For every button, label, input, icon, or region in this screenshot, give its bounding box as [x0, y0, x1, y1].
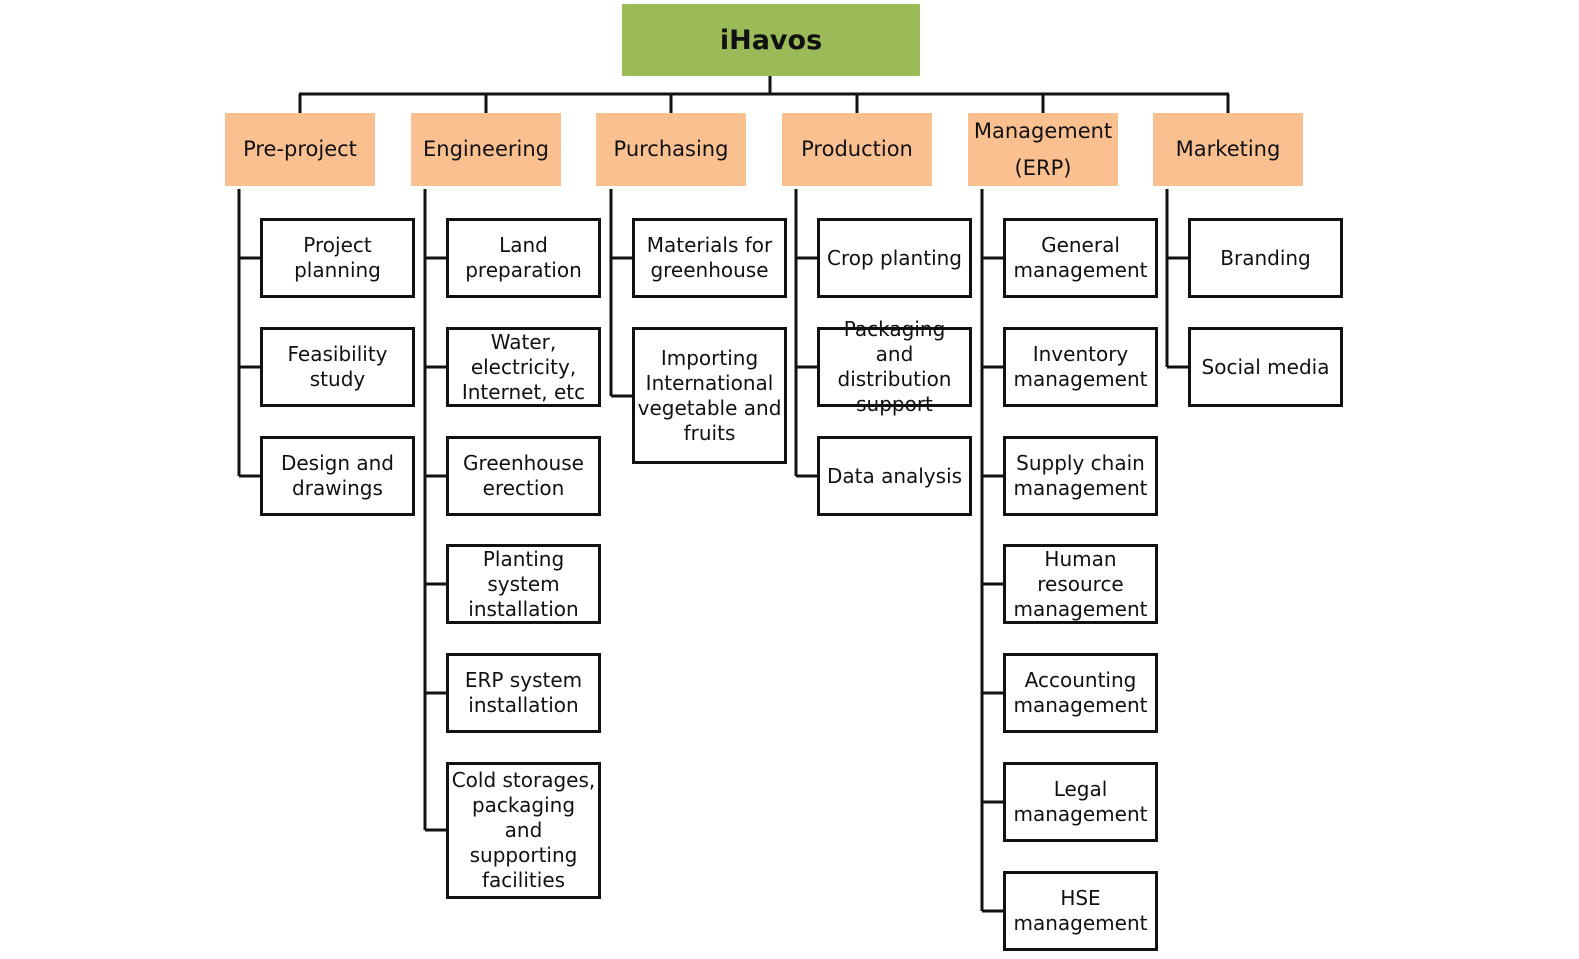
- box-social-media: Social media: [1188, 327, 1343, 407]
- box-general-management: General management: [1003, 218, 1158, 298]
- box-inventory-management: Inventory management: [1003, 327, 1158, 407]
- box-project-planning: Project planning: [260, 218, 415, 298]
- box-design-and-drawings: Design and drawings: [260, 436, 415, 516]
- dept-engineering: Engineering: [411, 113, 561, 186]
- box-cold-storages: Cold storages, packaging and supporting …: [446, 762, 601, 899]
- box-crop-planting: Crop planting: [817, 218, 972, 298]
- dept-marketing: Marketing: [1153, 113, 1303, 186]
- box-greenhouse-erection: Greenhouse erection: [446, 436, 601, 516]
- box-land-preparation: Land preparation: [446, 218, 601, 298]
- box-branding: Branding: [1188, 218, 1343, 298]
- box-feasibility-study: Feasibility study: [260, 327, 415, 407]
- dept-pre-project: Pre-project: [225, 113, 375, 186]
- box-water-electricity-internet: Water, electricity, Internet, etc: [446, 327, 601, 407]
- box-accounting-management: Accounting management: [1003, 653, 1158, 733]
- dept-production: Production: [782, 113, 932, 186]
- box-erp-system-installation: ERP system installation: [446, 653, 601, 733]
- box-data-analysis: Data analysis: [817, 436, 972, 516]
- dept-purchasing: Purchasing: [596, 113, 746, 186]
- box-packaging-distribution-support: Packaging and distribution support: [817, 317, 972, 416]
- root-node-ihavos: iHavos: [622, 4, 920, 76]
- box-hse-management: HSE management: [1003, 871, 1158, 951]
- box-legal-management: Legal management: [1003, 762, 1158, 842]
- box-human-resource-management: Human resource management: [1003, 544, 1158, 624]
- dept-management-erp: Management (ERP): [968, 113, 1118, 186]
- box-importing-vegetables-fruits: Importing International vegetable and fr…: [632, 327, 787, 464]
- box-materials-for-greenhouse: Materials for greenhouse: [632, 218, 787, 298]
- box-planting-system-installation: Planting system installation: [446, 544, 601, 624]
- box-supply-chain-management: Supply chain management: [1003, 436, 1158, 516]
